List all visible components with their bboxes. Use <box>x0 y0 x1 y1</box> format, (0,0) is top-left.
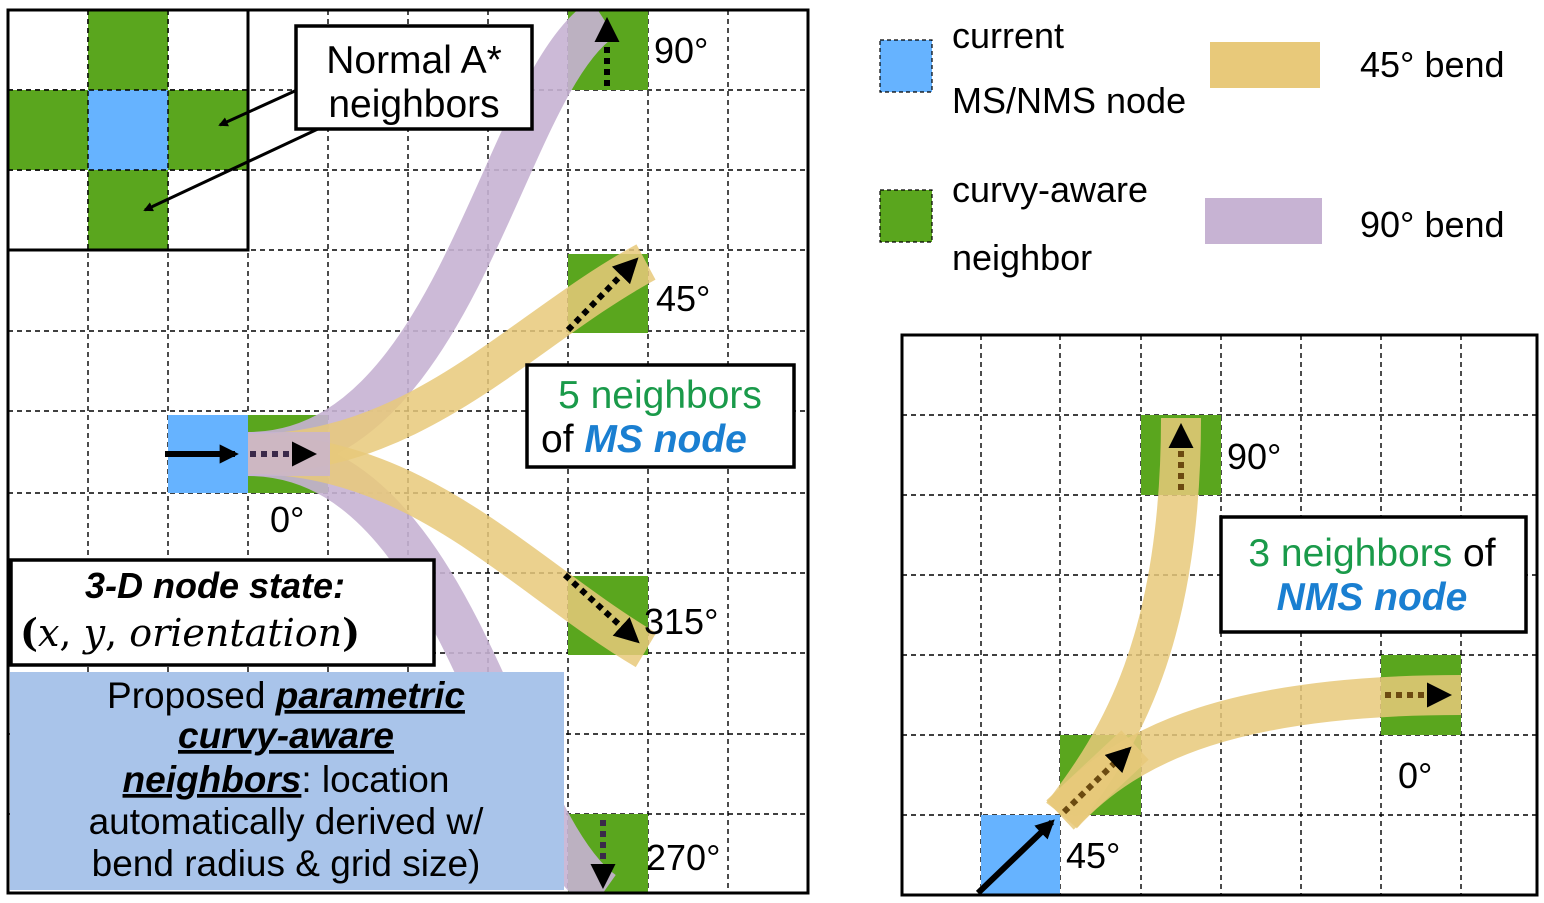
node-state-tuple: (x, y, orientation) <box>20 610 360 655</box>
tuple-open-paren: ( <box>20 610 38 655</box>
ms-neighbors-callout <box>525 363 796 469</box>
astar-neighbor-cell-bottom <box>88 170 168 250</box>
tuple-x: x <box>38 611 59 655</box>
ms-node-text: MS node <box>584 418 747 461</box>
right-panel-frame <box>900 333 1539 897</box>
legend: current MS/NMS node curvy-aware neighbor… <box>879 15 1505 278</box>
astar-neighbor-cell-left <box>8 90 88 170</box>
normal-astar-inset <box>6 8 250 252</box>
nms-arrow-45 <box>1061 746 1132 815</box>
neighbors-word: neighbors <box>123 759 302 800</box>
ms-arrow-315 <box>562 572 640 644</box>
proposed-line-4: automatically derived w/ <box>89 801 485 842</box>
nms-angle-45-label: 45° <box>1066 835 1120 876</box>
nms-angle-90-label: 90° <box>1227 436 1281 477</box>
ms-arrow-45 <box>565 257 639 333</box>
normal-astar-label-line1: Normal A* <box>326 39 502 82</box>
legend-bend45-swatch <box>1210 42 1320 88</box>
legend-bend90-label: 90° bend <box>1360 204 1505 245</box>
proposed-description-box <box>10 672 564 890</box>
nms-node-text: NMS node <box>1277 576 1468 619</box>
ms-angle-90-label: 90° <box>654 30 708 71</box>
proposed-line-2: curvy-aware <box>178 715 394 756</box>
location-text: : location <box>301 759 449 800</box>
callout-arrow-bottom-neighbor <box>143 126 321 212</box>
ms-angle-315-label: 315° <box>644 601 718 642</box>
node-state-title: 3-D node state: <box>85 565 345 606</box>
nms-angle-0-label: 0° <box>1398 755 1432 796</box>
tuple-comma-2: , <box>105 611 129 655</box>
ms-angle-0-label: 0° <box>270 499 304 540</box>
nms-neighbors-callout <box>1219 515 1528 634</box>
legend-neighbor-swatch <box>879 189 933 243</box>
legend-current-line2: MS/NMS node <box>952 80 1186 121</box>
legend-bend90-swatch <box>1205 198 1322 244</box>
astar-neighbor-cell-right <box>168 90 248 170</box>
nms-of-text: of <box>1452 532 1496 575</box>
astar-current-cell <box>88 90 168 170</box>
left-panel: 90° 45° 0° 315° 270° Normal A* neighbors… <box>6 8 810 895</box>
legend-neighbor-line1: curvy-aware <box>952 169 1148 210</box>
proposed-line-5: bend radius & grid size) <box>92 843 481 884</box>
ms-neighbors-of-line: of MS node <box>541 418 747 461</box>
astar-neighbor-cell-top <box>88 10 168 90</box>
normal-astar-label-line2: neighbors <box>328 83 499 126</box>
tuple-comma-1: , <box>59 611 83 655</box>
nms-neighbors-line-1: 3 neighbors of <box>1248 532 1495 575</box>
tuple-orientation: orientation <box>129 611 342 655</box>
legend-neighbor-line2: neighbor <box>952 237 1092 278</box>
ms-neighbor-count: 5 neighbors <box>558 374 762 417</box>
proposed-line-3: neighbors: location <box>123 759 450 800</box>
proposed-word: Proposed <box>107 675 276 716</box>
tuple-close-paren: ) <box>342 610 360 655</box>
legend-current-line1: current <box>952 15 1064 56</box>
ms-angle-45-label: 45° <box>656 278 710 319</box>
left-panel-frame <box>6 8 810 895</box>
ms-angle-270-label: 270° <box>646 837 720 878</box>
right-panel: 90° 45° 0° 3 neighbors of NMS node <box>900 333 1539 897</box>
nms-heading-arrow <box>975 819 1055 896</box>
tuple-y: y <box>82 611 106 655</box>
nms-neighbor-count: 3 neighbors <box>1248 532 1452 575</box>
legend-bend45-label: 45° bend <box>1360 44 1505 85</box>
node-state-callout <box>9 558 436 667</box>
ms-of-text: of <box>541 418 584 461</box>
parametric-word: parametric <box>275 675 466 716</box>
normal-astar-callout <box>294 24 534 131</box>
legend-current-swatch <box>879 39 933 93</box>
proposed-line-1: Proposed parametric <box>107 675 465 716</box>
